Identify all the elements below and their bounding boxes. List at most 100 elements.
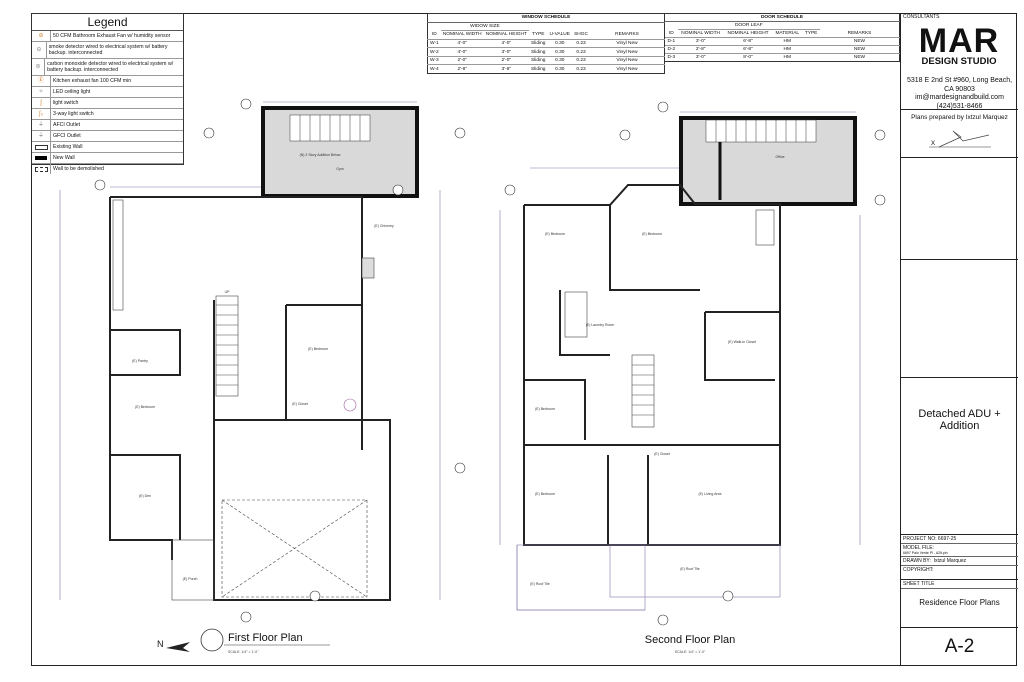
section-marker-icon [504,184,516,196]
room-label: (E) Chimney [374,224,394,228]
section-marker-icon [874,129,886,141]
section-marker-icon [454,127,466,139]
legend-item: ⏚GFCI Outlet [32,131,183,142]
title-block: CONSULTANTS MAR DESIGN STUDIO 5318 E 2nd… [900,13,1018,666]
room-label: UP [225,290,231,294]
room-label: (E) Closet [292,402,308,406]
consultants-section: CONSULTANTS MAR DESIGN STUDIO 5318 E 2nd… [901,13,1018,110]
sheet-title-section: SHEET TITLE Residence Floor Plans [901,580,1018,628]
section-marker-icon [309,590,321,602]
project-info: PROJECT NO: 6697-25 MODEL FILE:6697 Palo… [901,535,1018,580]
model-file: 6697 Palo Verde Pl - A2lt.pln [903,551,948,555]
section-marker-icon [657,101,669,113]
window-schedule-title: WINDOW SCHEDULE [427,13,665,23]
sheet-number: A-2 [944,636,975,657]
project-number: 6697-25 [937,536,957,542]
first-floor-plan-title: First Floor Plan [228,632,303,644]
first-floor-plan: (N) 2 Story Addition Below Gym (E) Pantr… [109,106,419,601]
door-schedule-title: DOOR SCHEDULE [665,13,900,22]
room-label: (E) Living Area [699,492,722,496]
room-label: (E) Bedroom [135,405,155,409]
second-floor-title-block: Second Floor Plan SCALE: 1/4" = 1'-0" [645,634,736,654]
section-marker-icon [240,611,252,623]
legend-item: ⏚AFCI Outlet [32,120,183,131]
room-label: (E) Roof Tile [530,582,550,586]
section-marker-icon [240,98,252,110]
kitchen-fan-icon: Ⓔ [32,76,51,86]
section-marker-icon [454,462,466,474]
room-label: (N) 2 Story Addition Below [300,153,341,157]
room-label: Gym [336,167,343,171]
afci-outlet-icon: ⏚ [32,120,51,130]
room-label: (E) Bedroom [535,407,555,411]
first-floor-scale: SCALE: 1/4" = 1'-0" [228,650,259,654]
legend: Legend ⊘50 CFM Bathroom Exhaust Fan w/ h… [31,13,184,174]
section-marker-icon [874,194,886,206]
section-marker-icon [619,129,631,141]
company-address: 5318 E 2nd St #960, Long Beach, CA 90803… [906,77,1013,110]
room-label: (E) Den [139,494,151,498]
plan-marker-icon [200,628,224,652]
legend-item: Existing Wall [32,142,183,153]
blank-section [901,158,1018,260]
blank-section [901,260,1018,378]
led-light-icon: ✧ [32,87,51,97]
exhaust-fan-icon: ⊘ [32,31,51,41]
room-label: Office [775,155,784,159]
room-label: (E) Bedroom [308,347,328,351]
north-label: N [157,639,164,649]
three-way-switch-icon: ʃ₃ [32,109,51,119]
new-wall-icon [32,153,51,163]
demolish-wall-icon [32,164,51,174]
section-marker-icon [94,179,106,191]
legend-item: ⊖smoke detector wired to electrical syst… [32,42,183,59]
legend-item: Wall to be demolished [32,164,183,174]
room-label: (E) Bedroom [545,232,565,236]
room-label: (E) Pantry [132,359,148,363]
room-label: (E) Porch [183,577,198,581]
room-label: (E) Laundry Room [586,323,615,327]
company-logo: MAR DESIGN STUDIO [918,22,1000,67]
signature: X [929,130,991,148]
existing-wall-icon [32,142,51,152]
prepared-by-section: Plans prepared by Ixtzul Marquez X [901,110,1018,158]
second-floor-plan: Office (E) Bedroom (E) Bedroom (E) Laund… [516,116,857,611]
room-label: (E) Bedroom [642,232,662,236]
section-markers [94,98,886,626]
room-label: (E) Bedroom [535,492,555,496]
co-detector-icon: ⊜ [32,59,46,75]
gfci-outlet-icon: ⏚ [32,131,51,141]
drawn-by: Ixtzul Marquez [933,558,967,564]
first-floor-title-block: First Floor Plan SCALE: 1/4" = 1'-0" N [157,628,330,654]
light-switch-icon: ʃ [32,98,51,108]
second-floor-scale: SCALE: 1/4" = 1'-0" [675,650,706,654]
project-title: Detached ADU + Addition [901,378,1018,535]
room-label: (E) Closet [654,452,670,456]
north-arrow-icon [166,642,190,652]
section-marker-icon [203,127,215,139]
section-marker-icon [722,590,734,602]
legend-title: Legend [32,14,183,31]
legend-item: New Wall [32,153,183,164]
section-marker-icon [392,184,404,196]
room-label: (E) Roof Tile [680,567,700,571]
smoke-detector-icon: ⊖ [32,42,47,58]
legend-item: ✧LED ceiling light [32,87,183,98]
sheet-title: Residence Floor Plans [919,598,1000,607]
room-label: (E) Walk-in Closet [728,340,756,344]
legend-item: ⊜carbon monoxide detector wired to elect… [32,59,183,76]
svg-text:X: X [931,141,935,147]
